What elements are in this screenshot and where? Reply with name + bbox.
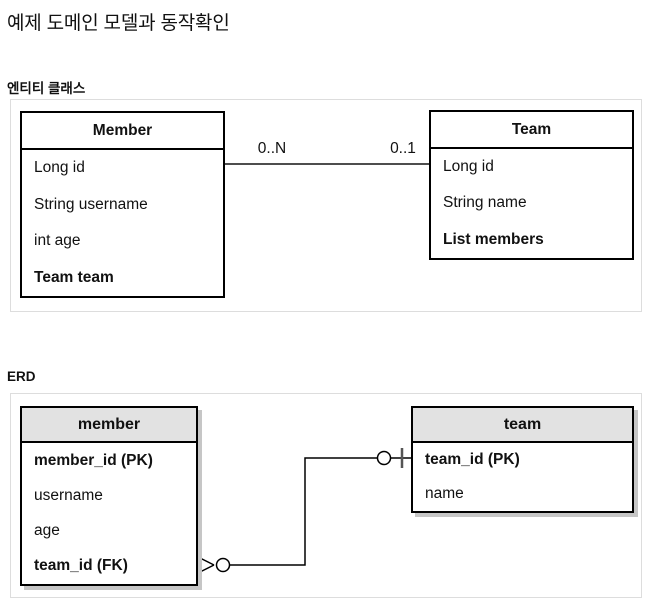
team-class-box: Team Long id String name List members: [429, 110, 634, 260]
member-class-box: Member Long id String username int age T…: [20, 111, 225, 298]
team-class-fields: Long id String name List members: [431, 149, 632, 258]
team-field-members: List members: [443, 230, 544, 248]
member-col-age: age: [34, 522, 60, 540]
entity-class-diagram-panel: Member Long id String username int age T…: [10, 99, 642, 312]
member-class-name: Member: [22, 113, 223, 150]
member-table-name: member: [22, 408, 196, 443]
team-class-name: Team: [431, 112, 632, 149]
team-table-name: team: [413, 408, 632, 443]
zero-or-many-circle: [215, 557, 231, 573]
association-line: [225, 163, 429, 165]
member-field-team: Team team: [34, 268, 114, 286]
member-col-username: username: [34, 486, 103, 504]
entity-section-heading: 엔티티 클래스: [7, 81, 86, 96]
member-field-age: int age: [34, 232, 81, 250]
member-table-columns: member_id (PK) username age team_id (FK): [22, 443, 196, 584]
member-field-id: Long id: [34, 159, 85, 177]
team-table-columns: team_id (PK) name: [413, 443, 632, 511]
member-col-fk: team_id (FK): [34, 557, 128, 575]
member-col-pk: member_id (PK): [34, 451, 153, 469]
zero-or-one-circle: [376, 450, 392, 466]
member-class-fields: Long id String username int age Team tea…: [22, 150, 223, 296]
member-table: member member_id (PK) username age team_…: [20, 406, 198, 586]
team-field-id: Long id: [443, 158, 494, 176]
team-col-name: name: [425, 485, 464, 502]
team-field-name: String name: [443, 194, 527, 212]
erd-section-heading: ERD: [7, 369, 36, 384]
erd-diagram-panel: member member_id (PK) username age team_…: [10, 393, 642, 598]
multiplicity-many-label: 0..N: [257, 140, 287, 157]
multiplicity-one-label: 0..1: [390, 140, 416, 157]
team-table: team team_id (PK) name: [411, 406, 634, 513]
team-col-pk: team_id (PK): [425, 451, 520, 468]
member-field-username: String username: [34, 195, 148, 213]
page-title: 예제 도메인 모델과 동작확인: [7, 13, 230, 34]
